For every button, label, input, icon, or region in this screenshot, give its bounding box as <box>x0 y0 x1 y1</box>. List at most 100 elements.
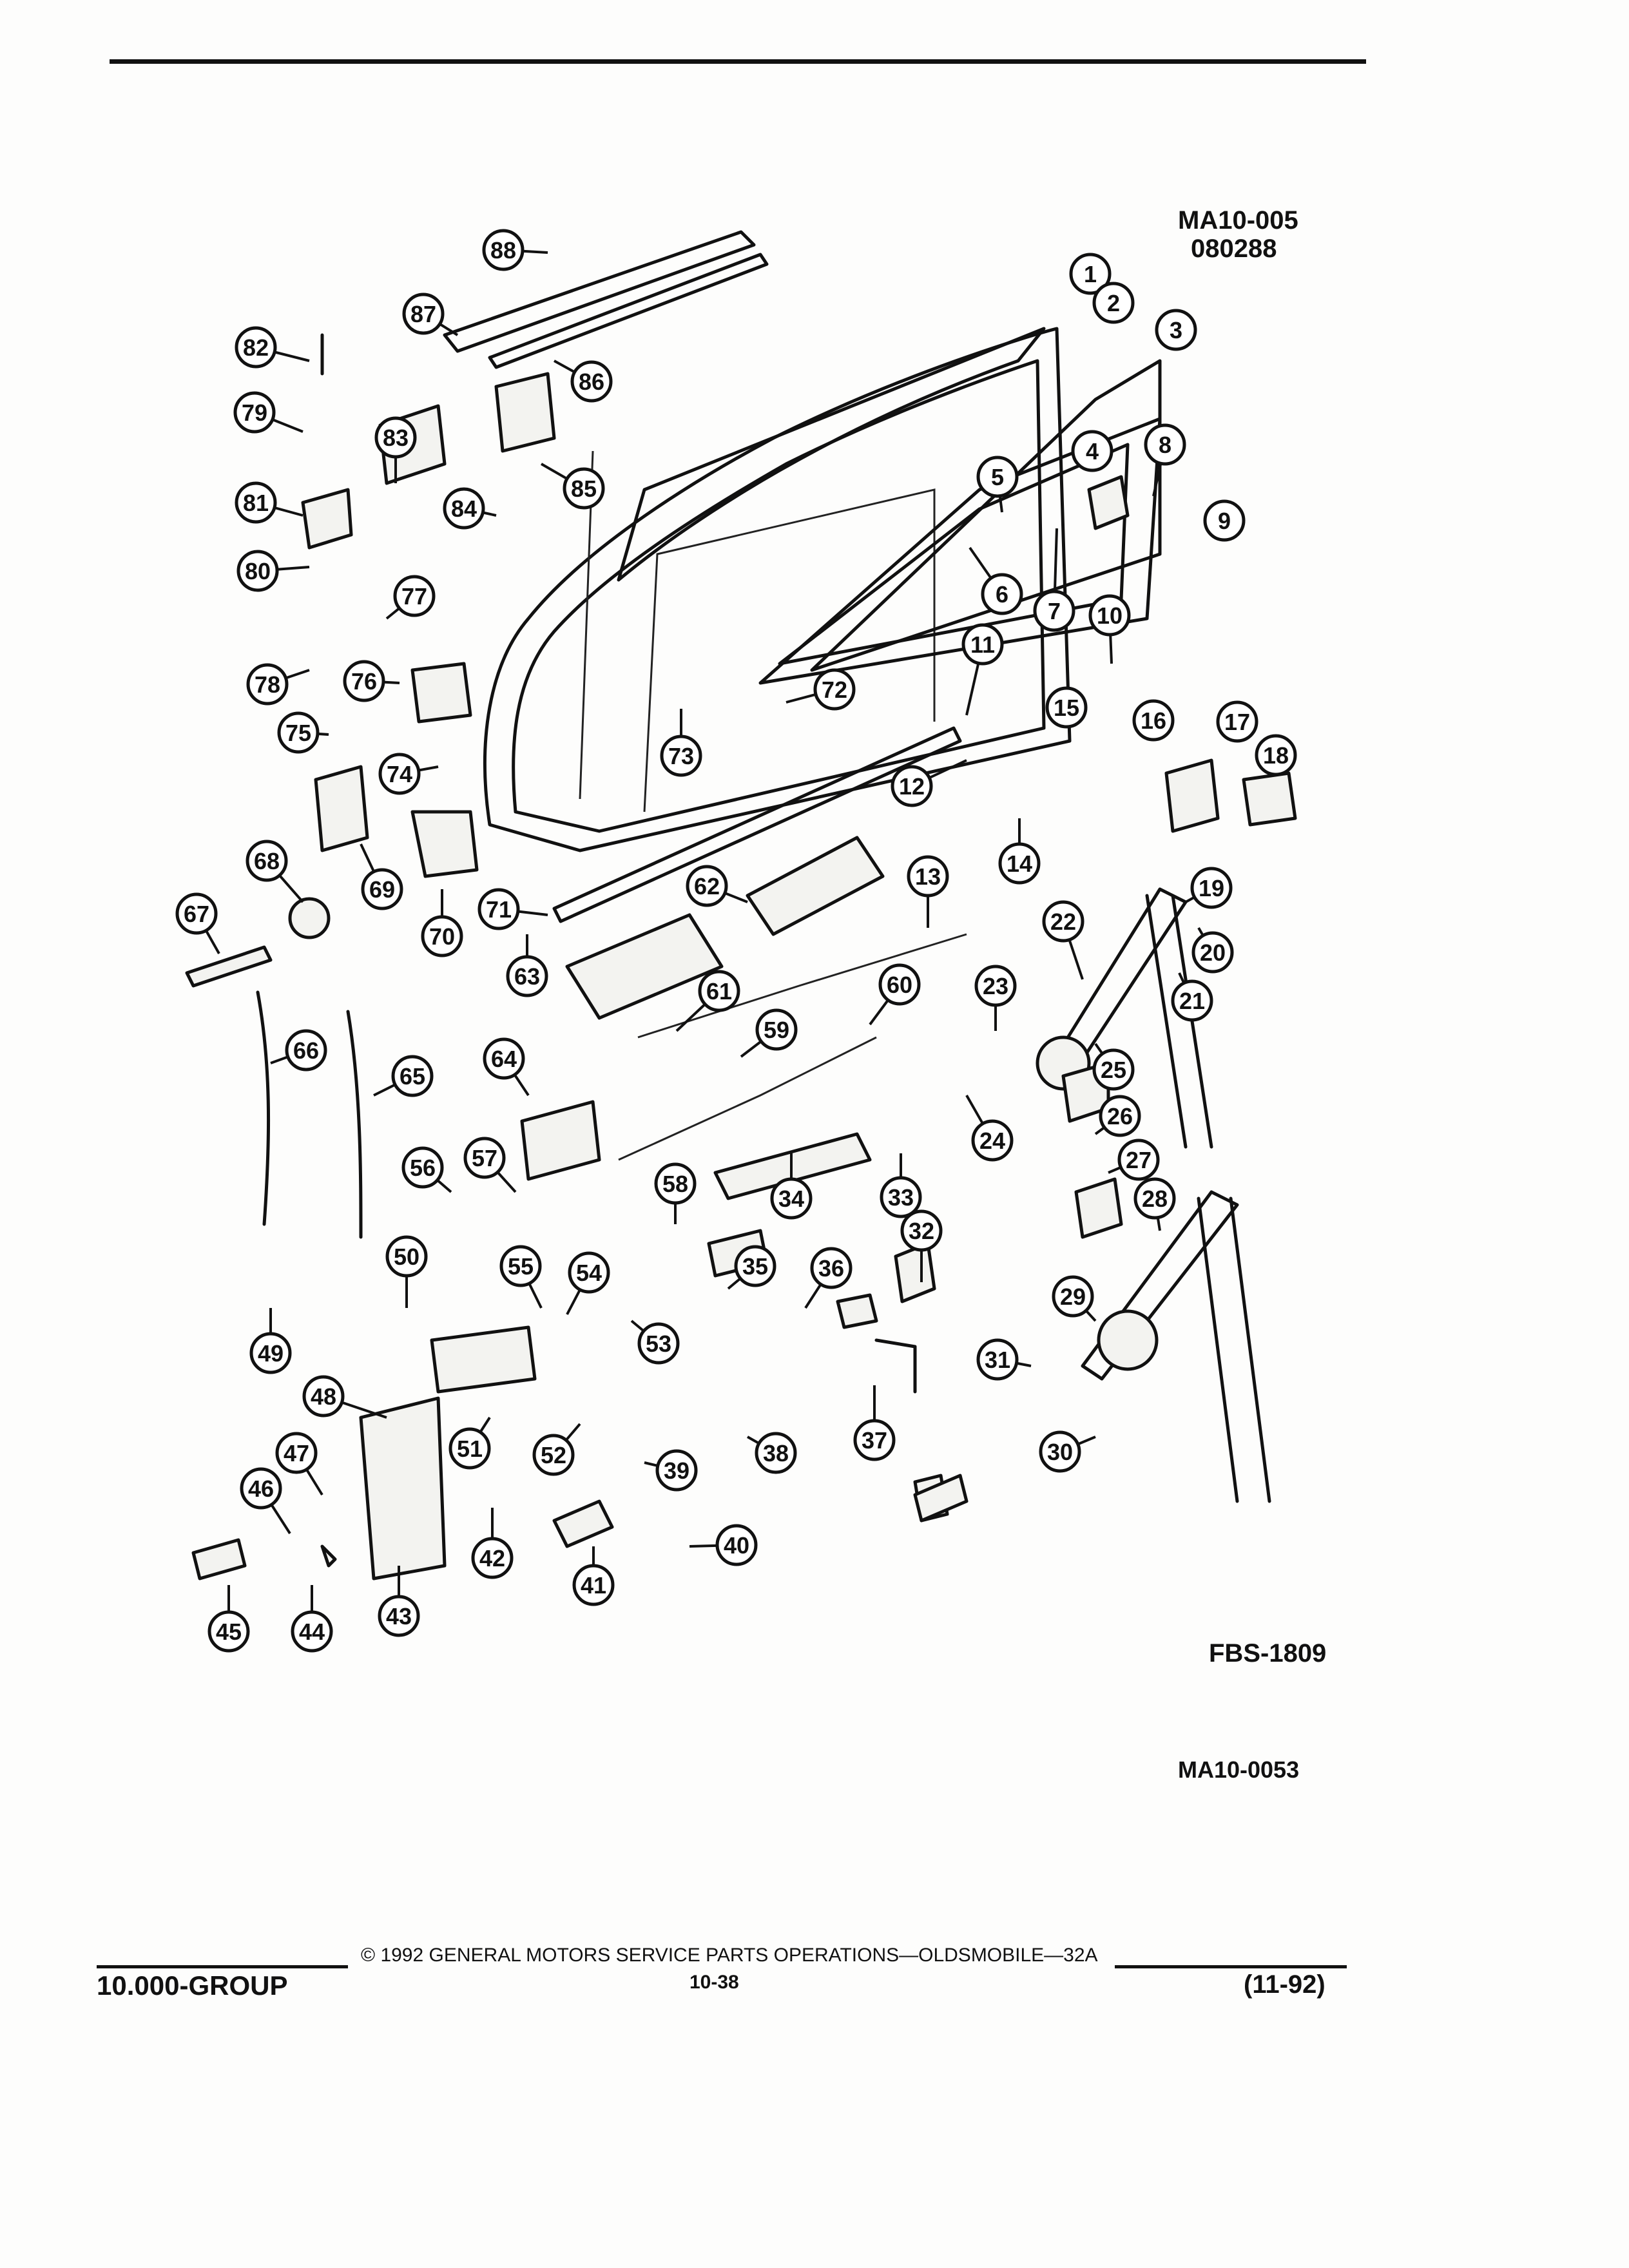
callout-number-37: 37 <box>862 1427 887 1454</box>
callout-circle-47 <box>275 1432 318 1474</box>
callout-2: 2 <box>1092 282 1135 324</box>
callout-circle-88 <box>482 229 525 271</box>
callout-number-19: 19 <box>1199 875 1224 901</box>
callout-number-14: 14 <box>1007 850 1032 877</box>
callout-circle-5 <box>976 456 1019 498</box>
callout-18: 18 <box>1255 734 1297 776</box>
callout-9: 9 <box>1203 499 1246 542</box>
callout-circle-41 <box>572 1564 615 1606</box>
callout-number-18: 18 <box>1263 742 1289 769</box>
callout-number-57: 57 <box>472 1145 497 1171</box>
header-code: MA10-005 <box>1178 206 1298 235</box>
callout-number-70: 70 <box>429 923 455 950</box>
callout-13: 13 <box>907 855 949 928</box>
callout-circle-4 <box>1071 430 1113 472</box>
callout-67: 67 <box>175 892 220 954</box>
callout-circle-85 <box>563 467 605 510</box>
callout-circle-67 <box>175 892 218 935</box>
copyright: © 1992 GENERAL MOTORS SERVICE PARTS OPER… <box>361 1945 1098 1966</box>
footer-page: 10-38 <box>689 1972 739 1993</box>
image-code: MA10-0053 <box>1178 1756 1300 1783</box>
callout-number-25: 25 <box>1101 1057 1126 1083</box>
callout-41: 41 <box>572 1546 615 1606</box>
header-date: 080288 <box>1191 235 1277 263</box>
callout-23: 23 <box>974 965 1017 1031</box>
callout-number-71: 71 <box>486 896 512 923</box>
callout-79: 79 <box>233 391 304 434</box>
callout-number-67: 67 <box>184 901 209 927</box>
callout-circle-12 <box>891 765 933 807</box>
callout-number-10: 10 <box>1097 602 1123 629</box>
callout-number-74: 74 <box>387 761 412 787</box>
callout-circle-56 <box>401 1146 444 1189</box>
callout-number-81: 81 <box>243 490 269 516</box>
callout-number-6: 6 <box>996 581 1008 608</box>
callout-14: 14 <box>998 818 1041 885</box>
callout-19: 19 <box>1185 867 1233 909</box>
callout-circle-43 <box>378 1595 420 1637</box>
callout-number-29: 29 <box>1060 1283 1086 1310</box>
callout-45: 45 <box>207 1585 250 1653</box>
callout-number-73: 73 <box>668 743 694 769</box>
callout-number-27: 27 <box>1126 1147 1152 1173</box>
callout-number-47: 47 <box>284 1440 309 1466</box>
callout-70: 70 <box>421 889 463 957</box>
callout-number-40: 40 <box>724 1532 749 1559</box>
callout-number-41: 41 <box>581 1572 606 1599</box>
callout-circle-77 <box>393 575 436 617</box>
footer-revision: (11-92) <box>1244 1970 1325 1999</box>
callout-circle-3 <box>1155 309 1197 351</box>
callout-circle-35 <box>734 1245 776 1287</box>
callout-circle-7 <box>1033 590 1075 632</box>
callout-circle-55 <box>499 1245 542 1287</box>
callout-circle-39 <box>655 1449 698 1492</box>
callout-circle-51 <box>448 1427 491 1470</box>
callout-number-87: 87 <box>410 301 436 327</box>
callout-22: 22 <box>1042 900 1084 980</box>
callout-circle-83 <box>374 416 417 459</box>
callout-circle-86 <box>570 360 613 403</box>
callout-number-45: 45 <box>216 1619 242 1645</box>
callout-circle-70 <box>421 915 463 957</box>
callout-circle-54 <box>568 1251 610 1294</box>
callout-circle-76 <box>343 660 385 702</box>
callout-number-16: 16 <box>1141 707 1166 734</box>
callout-circle-38 <box>755 1432 797 1474</box>
callout-circle-29 <box>1052 1275 1094 1318</box>
callout-circle-28 <box>1133 1177 1176 1220</box>
callout-circle-36 <box>810 1247 853 1289</box>
callout-56: 56 <box>401 1146 452 1193</box>
callout-59: 59 <box>740 1008 798 1058</box>
callout-48: 48 <box>302 1375 387 1419</box>
callout-76: 76 <box>343 660 400 702</box>
callout-number-82: 82 <box>243 334 269 361</box>
callout-number-58: 58 <box>662 1171 688 1197</box>
callout-circle-11 <box>961 623 1004 666</box>
callout-35: 35 <box>727 1245 776 1290</box>
callout-number-84: 84 <box>451 495 477 522</box>
callout-number-46: 46 <box>248 1475 274 1502</box>
callout-75: 75 <box>277 711 329 754</box>
callout-number-88: 88 <box>490 237 516 264</box>
callout-number-79: 79 <box>242 399 267 426</box>
callout-circle-16 <box>1132 699 1175 742</box>
callout-circle-8 <box>1144 423 1186 466</box>
callout-circle-27 <box>1117 1139 1160 1181</box>
callout-circle-49 <box>249 1332 292 1374</box>
callout-28: 28 <box>1133 1177 1176 1231</box>
callout-circle-32 <box>900 1209 943 1252</box>
callout-number-49: 49 <box>258 1340 284 1367</box>
callout-number-22: 22 <box>1050 908 1076 935</box>
callout-number-61: 61 <box>706 978 732 1004</box>
callout-circle-17 <box>1216 700 1258 743</box>
callout-circle-57 <box>463 1137 506 1179</box>
callout-circle-22 <box>1042 900 1084 943</box>
callout-circle-60 <box>878 963 921 1006</box>
callout-87: 87 <box>402 293 459 336</box>
callout-24: 24 <box>965 1095 1014 1162</box>
callout-number-36: 36 <box>818 1255 844 1282</box>
callout-number-35: 35 <box>742 1253 768 1280</box>
callout-51: 51 <box>448 1416 491 1470</box>
callout-26: 26 <box>1094 1095 1141 1137</box>
